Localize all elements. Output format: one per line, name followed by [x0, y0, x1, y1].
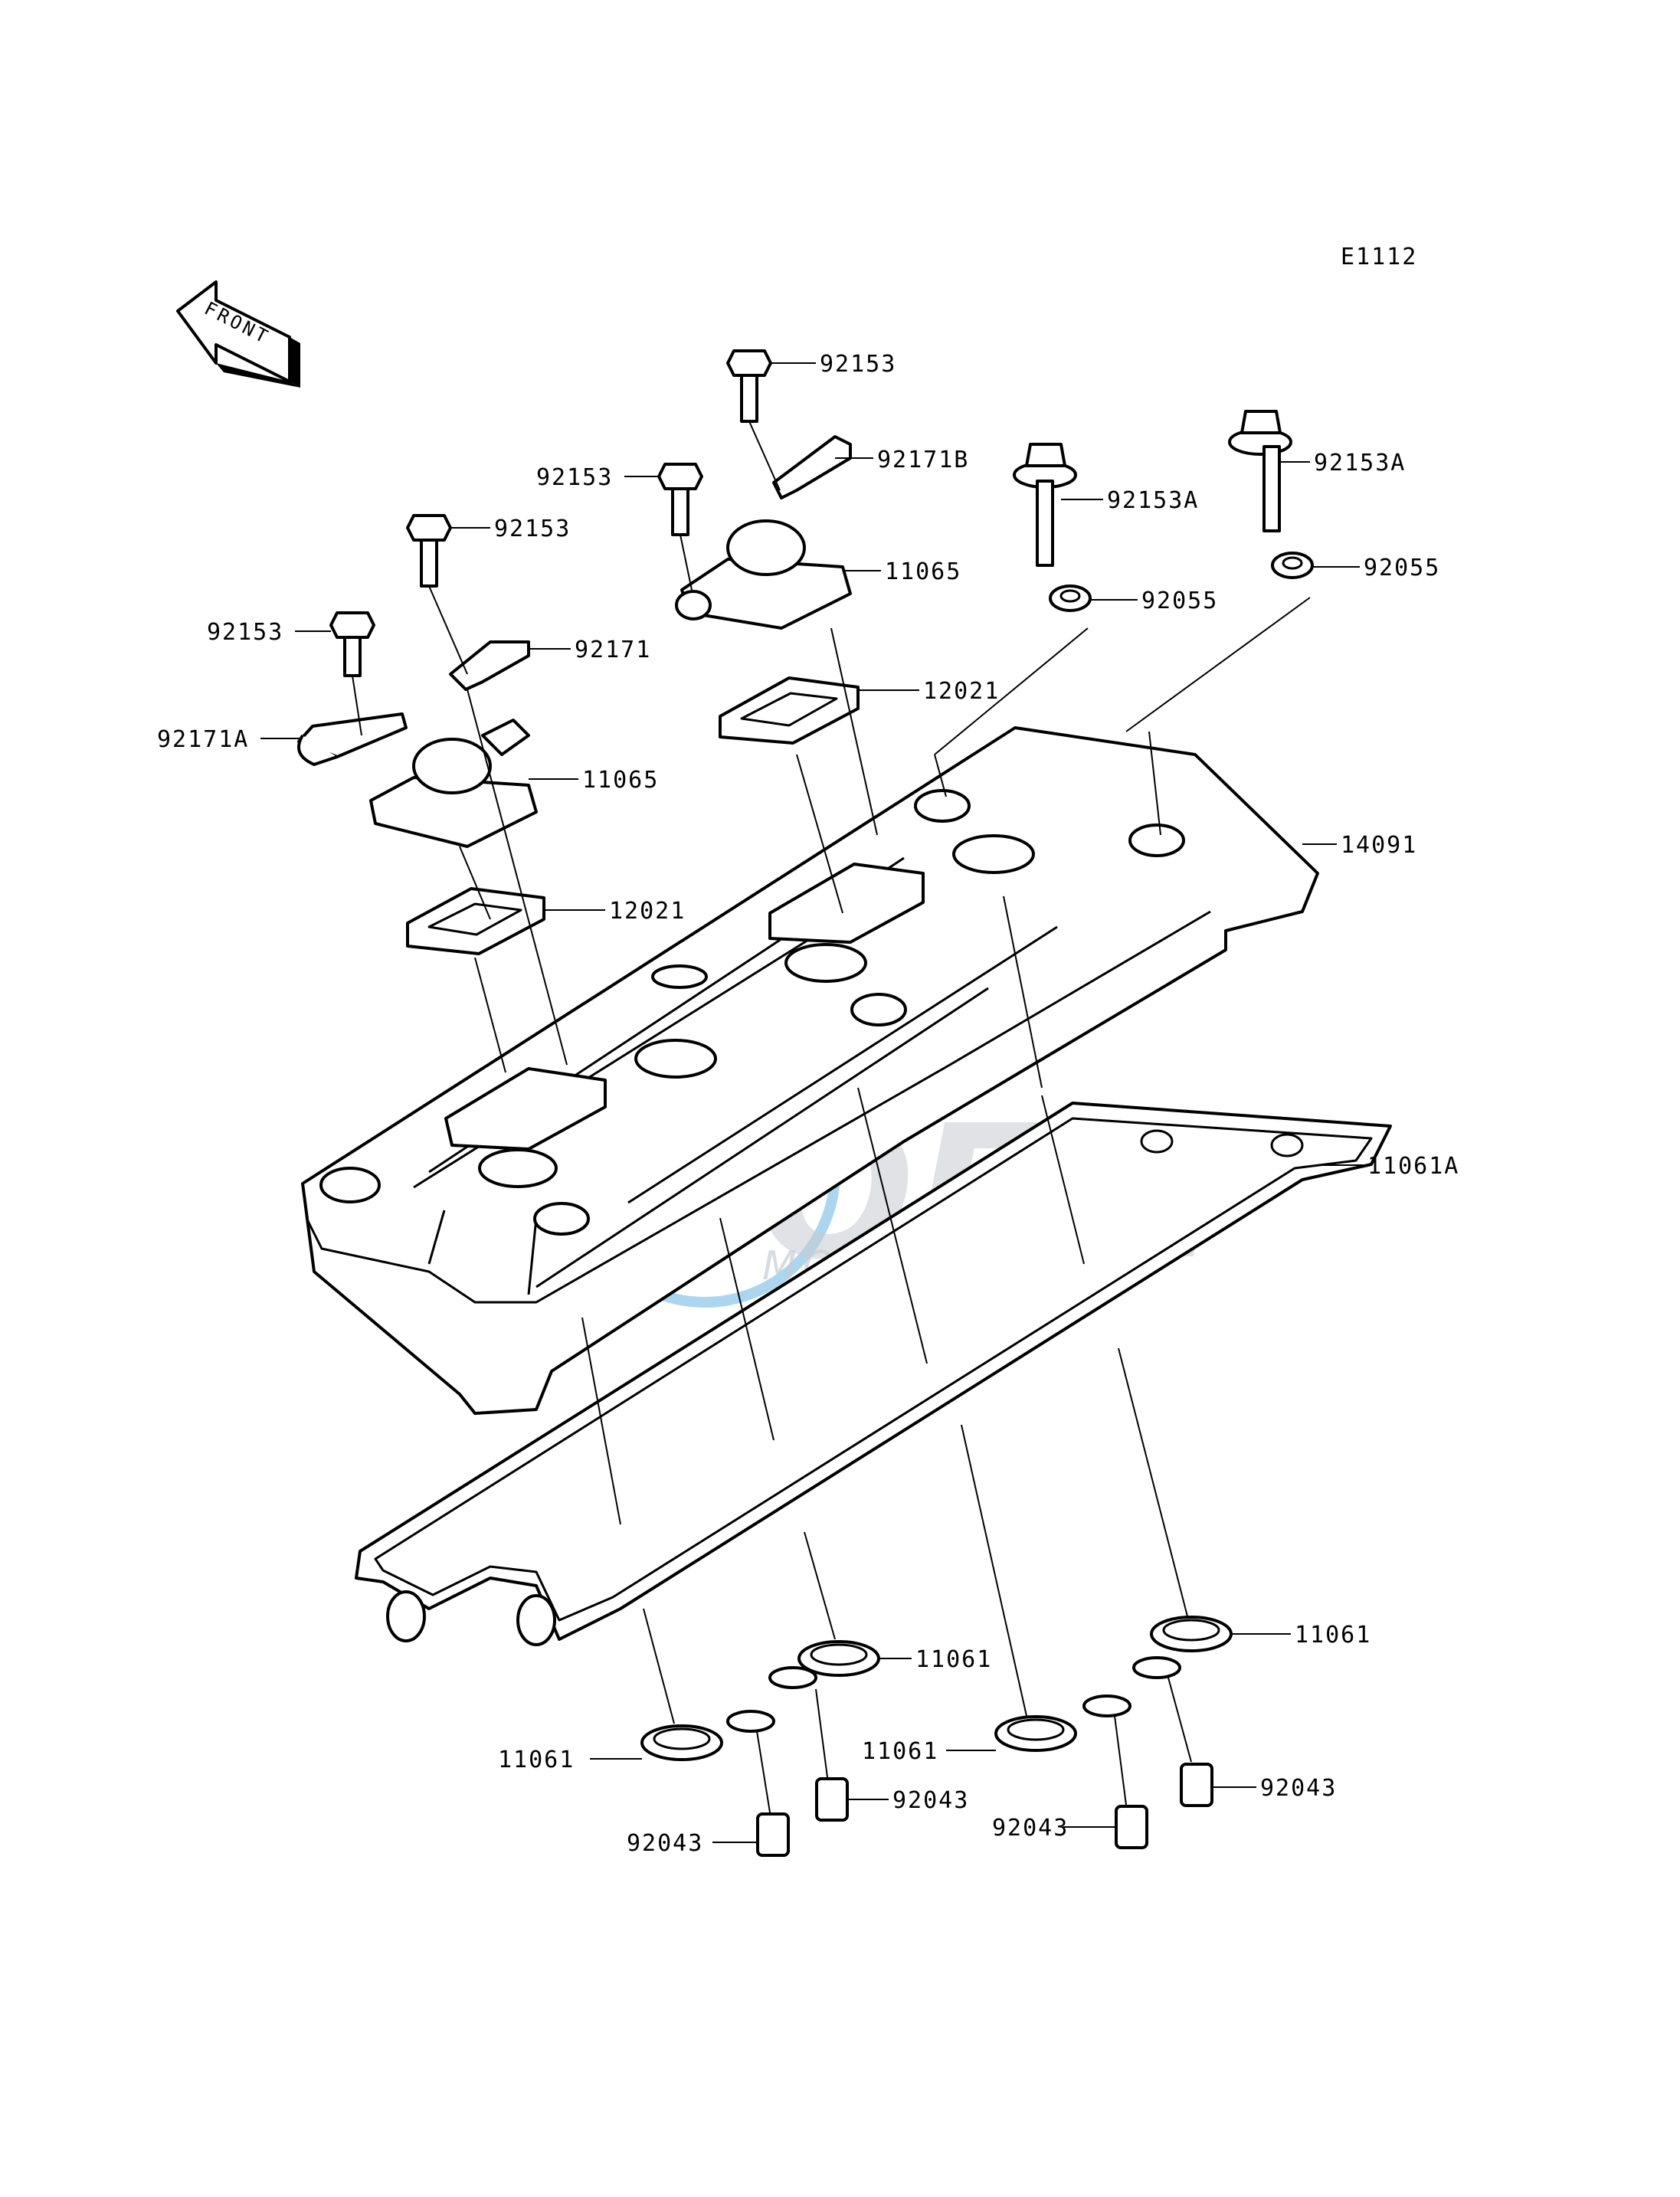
- dowel-icon: [1115, 1805, 1148, 1849]
- callout-11065-left: 11065: [582, 767, 659, 794]
- callout-92171: 92171: [575, 637, 651, 663]
- callout-92153-top: 92153: [820, 351, 896, 378]
- callout-92171b: 92171B: [877, 447, 969, 473]
- callout-92153a-right: 92153A: [1314, 450, 1406, 476]
- bolt-icon: [329, 611, 375, 677]
- bolt-icon: [726, 349, 772, 423]
- callout-92153-far-left: 92153: [207, 619, 283, 646]
- callout-92153-left: 92153: [494, 516, 571, 542]
- callout-11061a: 11061A: [1367, 1153, 1459, 1180]
- plug-seal-icon: [1150, 1616, 1233, 1652]
- callout-92153a-left: 92153A: [1107, 487, 1199, 514]
- callout-leaders: [260, 362, 1364, 1843]
- reed-valve-left: [406, 887, 545, 955]
- grommet-icon: [1049, 584, 1092, 612]
- bolt-icon: [406, 514, 452, 588]
- dowel-icon: [815, 1777, 849, 1822]
- bolt-group: [329, 349, 1314, 677]
- long-bolt-icon: [1228, 410, 1292, 532]
- plug-seal-icon: [640, 1724, 723, 1761]
- callout-11061-mid-right: 11061: [915, 1646, 992, 1673]
- dowel-icon: [1180, 1763, 1213, 1807]
- front-direction-icon: FRONT: [176, 280, 300, 388]
- callout-92043-right: 92043: [992, 1815, 1069, 1842]
- bracket-group: [297, 435, 852, 766]
- callout-92055-right: 92055: [1364, 555, 1440, 581]
- callout-12021-left: 12021: [609, 898, 686, 925]
- breather-cover-left: [369, 719, 538, 848]
- callout-11065-right: 11065: [885, 558, 961, 585]
- diagram-code: E1112: [1341, 244, 1417, 270]
- grommet-icon: [1271, 552, 1314, 579]
- callout-11061-far-right: 11061: [1295, 1622, 1371, 1649]
- callout-92043-left: 92043: [627, 1830, 703, 1857]
- dowel-icon: [756, 1812, 790, 1857]
- assembly-guide-lines: [352, 421, 1311, 1813]
- callout-92055-left: 92055: [1141, 588, 1218, 614]
- callout-92043-far-right: 92043: [1260, 1775, 1337, 1802]
- seal-and-dowel-group: [640, 1616, 1233, 1857]
- seal-ring-icon: [1082, 1694, 1131, 1717]
- callout-92171a: 92171A: [157, 726, 249, 753]
- seal-ring-icon: [726, 1710, 775, 1733]
- cylinder-head-cover: [301, 726, 1319, 1415]
- seal-ring-icon: [768, 1666, 817, 1689]
- callout-11061-left: 11061: [498, 1747, 575, 1773]
- long-bolt-icon: [1013, 443, 1077, 567]
- reed-valve-right: [719, 676, 860, 745]
- callout-92043-mid: 92043: [892, 1787, 969, 1814]
- seal-ring-icon: [1132, 1656, 1181, 1679]
- callout-11061-mid-left: 11061: [862, 1738, 938, 1765]
- bolt-icon: [657, 463, 703, 536]
- head-cover-gasket: [355, 1102, 1392, 1646]
- breather-cover-right: [675, 519, 852, 630]
- callout-92153-mid: 92153: [536, 464, 613, 491]
- callout-labels: 92153 92171B 92153 92153A 92153A 92153 1…: [157, 351, 1459, 1857]
- callout-12021-right: 12021: [923, 678, 1000, 705]
- callout-14091: 14091: [1341, 832, 1417, 859]
- plug-seal-icon: [994, 1715, 1077, 1752]
